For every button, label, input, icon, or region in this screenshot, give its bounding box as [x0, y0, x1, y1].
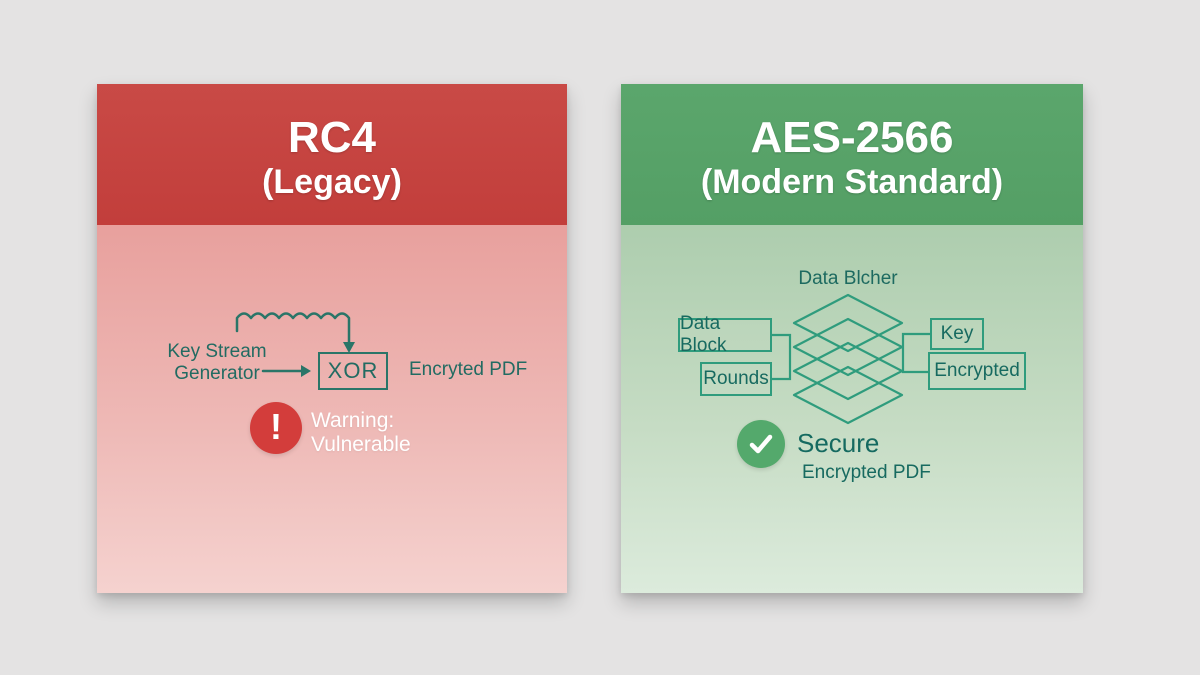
- rc4-subtitle: (Legacy): [262, 162, 402, 201]
- rounds-label: Rounds: [703, 368, 769, 389]
- rc4-diagram: Key Stream Generator XOR Encryted PDF ! …: [97, 225, 567, 593]
- aes-panel: AES-2566 (Modern Standard) Data Blcher: [621, 84, 1083, 593]
- encrypted-label: Encrypted: [934, 360, 1020, 381]
- aes-output-label: Encrypted PDF: [802, 462, 931, 483]
- rc4-title: RC4: [287, 112, 377, 162]
- key-box: Key: [930, 318, 984, 350]
- xor-box: XOR: [318, 352, 388, 390]
- rc4-connector-lines: [235, 312, 355, 377]
- aes-connector-lines: [772, 293, 930, 425]
- aes-title: AES-2566: [750, 112, 954, 162]
- secure-label: Secure: [797, 428, 880, 458]
- key-stream-generator-label: Key Stream Generator: [157, 341, 277, 385]
- check-icon: [749, 434, 773, 454]
- warning-badge: !: [250, 402, 302, 454]
- rc4-header: RC4 (Legacy): [97, 84, 567, 225]
- secure-badge: [737, 420, 785, 468]
- rc4-panel: RC4 (Legacy) Key Stream Generator XOR En…: [97, 84, 567, 593]
- aes-header: AES-2566 (Modern Standard): [621, 84, 1083, 225]
- rc4-output-label: Encryted PDF: [409, 359, 528, 380]
- encrypted-box: Encrypted: [928, 352, 1026, 390]
- right-bracket-connector: [901, 332, 930, 374]
- data-block-label: Data Block: [680, 313, 727, 356]
- data-stack-label: Data Blcher: [798, 268, 898, 289]
- warning-text-line1: Warning:: [311, 409, 395, 432]
- warning-text: Warning: Vulnerable: [311, 409, 411, 457]
- rounds-box: Rounds: [700, 362, 772, 396]
- generator-arrowhead-icon: [301, 365, 311, 377]
- aes-subtitle: (Modern Standard): [700, 162, 1004, 201]
- data-block-box: Data Block: [678, 313, 772, 356]
- key-stream-generator-line2: Generator: [174, 363, 260, 384]
- key-stream-generator-line1: Key Stream: [167, 341, 267, 362]
- key-label: Key: [940, 323, 974, 344]
- aes-diagram: Data Blcher Data Block Rounds: [621, 225, 1083, 593]
- exclamation-icon: !: [270, 406, 282, 447]
- warning-text-line2: Vulnerable: [311, 433, 411, 456]
- xor-label: XOR: [327, 358, 379, 383]
- left-bracket-connector: [772, 333, 792, 381]
- keystream-wavy-arrow: [235, 312, 351, 345]
- layers-stack-icon: [792, 293, 904, 425]
- wavy-arrowhead-icon: [343, 342, 355, 353]
